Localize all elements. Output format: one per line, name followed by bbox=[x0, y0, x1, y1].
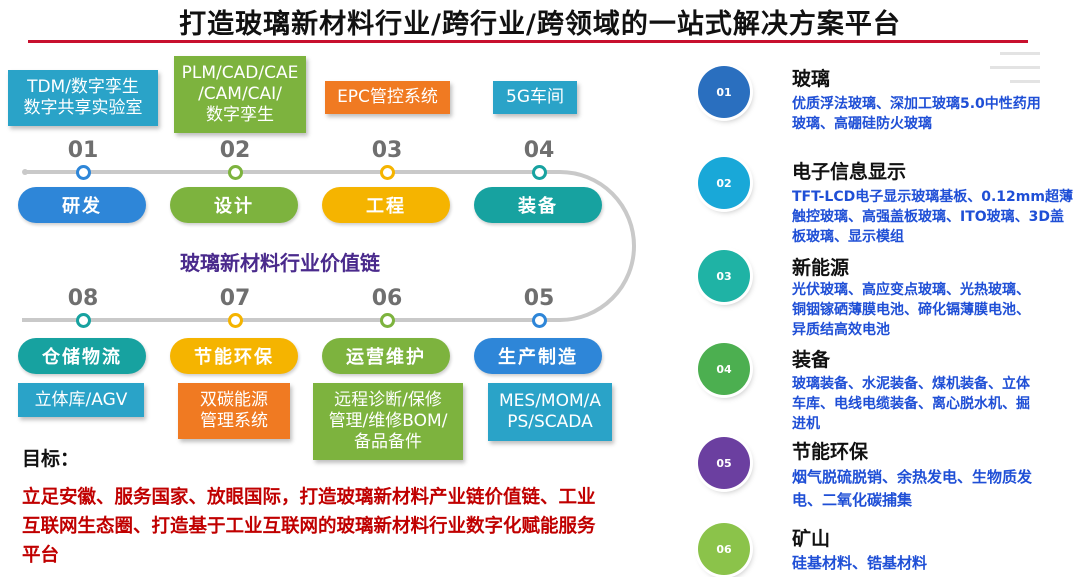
item-desc: 烟气脱硫脱销、余热发电、生物质发电、二氧化碳捕集 bbox=[792, 468, 1033, 509]
node-number: 04 bbox=[523, 138, 555, 163]
bottom-box-text: 双碳能源 管理系统 bbox=[200, 390, 268, 431]
node-dot bbox=[76, 165, 91, 180]
item-title: 新能源 bbox=[792, 257, 850, 279]
node-dot bbox=[76, 313, 91, 328]
item-number-circle: 05 bbox=[698, 437, 750, 489]
title-underline bbox=[28, 40, 1028, 43]
item-title: 玻璃 bbox=[792, 68, 831, 90]
bottom-box-agv: 立体库/AGV bbox=[18, 383, 144, 417]
bottom-box-text: MES/MOM/A PS/SCADA bbox=[499, 391, 601, 432]
top-box-plm: PLM/CAD/CAE /CAM/CAI/ 数字孪生 bbox=[174, 56, 306, 133]
node-number: 01 bbox=[67, 138, 99, 163]
item-number-circle: 02 bbox=[698, 157, 750, 209]
item-desc: 玻璃装备、水泥装备、煤机装备、立体车库、电线电缆装备、离心脱水机、掘进机 bbox=[792, 376, 1030, 432]
node-engineering: 工程 bbox=[322, 187, 450, 223]
item-number-circle: 04 bbox=[698, 343, 750, 395]
item-desc: 光伏玻璃、高应变点玻璃、光热玻璃、铜铟镓硒薄膜电池、碲化镉薄膜电池、异质结高效电… bbox=[792, 282, 1030, 338]
node-number: 02 bbox=[219, 138, 251, 163]
node-equipment: 装备 bbox=[474, 187, 602, 223]
goal-label: 目标： bbox=[22, 448, 80, 470]
value-chain-label: 玻璃新材料行业价值链 bbox=[180, 251, 380, 275]
item-desc: 硅基材料、锆基材料 bbox=[792, 554, 928, 572]
item-number-circle: 03 bbox=[698, 250, 750, 302]
item-title: 装备 bbox=[792, 349, 831, 371]
bottom-box-mes: MES/MOM/A PS/SCADA bbox=[488, 383, 612, 441]
node-dot bbox=[228, 313, 243, 328]
goal-text: 立足安徽、服务国家、放眼国际，打造玻璃新材料产业链价值链、工业互联网生态圈、打造… bbox=[22, 487, 596, 566]
item-title: 节能环保 bbox=[792, 441, 869, 463]
node-dot bbox=[228, 165, 243, 180]
node-number: 03 bbox=[371, 138, 403, 163]
menu-lines-icon bbox=[990, 52, 1040, 86]
node-number: 07 bbox=[219, 286, 251, 311]
top-box-text: EPC管控系统 bbox=[337, 87, 438, 107]
top-box-tdm: TDM/数字孪生 数字共享实验室 bbox=[8, 70, 158, 126]
bottom-box-text: 远程诊断/保修 管理/维修BOM/ 备品备件 bbox=[328, 390, 448, 452]
node-energy-saving: 节能环保 bbox=[170, 338, 298, 374]
item-desc: TFT-LCD电子显示玻璃基板、0.12mm超薄触控玻璃、高强盖板玻璃、ITO玻… bbox=[792, 189, 1073, 245]
item-title: 电子信息显示 bbox=[792, 161, 907, 183]
node-design: 设计 bbox=[170, 187, 298, 223]
item-title: 矿山 bbox=[792, 528, 831, 550]
page-title: 打造玻璃新材料行业/跨行业/跨领域的一站式解决方案平台 bbox=[179, 9, 901, 40]
top-box-text: 5G车间 bbox=[506, 87, 564, 107]
bottom-box-text: 立体库/AGV bbox=[34, 389, 128, 410]
node-manufacturing: 生产制造 bbox=[474, 338, 602, 374]
bottom-box-carbon: 双碳能源 管理系统 bbox=[178, 383, 290, 439]
node-dot bbox=[380, 313, 395, 328]
node-dot bbox=[532, 313, 547, 328]
bottom-box-maintenance: 远程诊断/保修 管理/维修BOM/ 备品备件 bbox=[313, 383, 463, 460]
item-desc: 优质浮法玻璃、深加工玻璃5.0中性药用玻璃、高硼硅防火玻璃 bbox=[792, 96, 1041, 132]
item-number-circle: 01 bbox=[698, 66, 750, 118]
top-box-5g: 5G车间 bbox=[493, 81, 577, 114]
top-box-text: PLM/CAD/CAE /CAM/CAI/ 数字孪生 bbox=[181, 63, 299, 125]
top-box-text: TDM/数字孪生 数字共享实验室 bbox=[23, 77, 143, 118]
node-operation: 运营维护 bbox=[322, 338, 450, 374]
node-research: 研发 bbox=[18, 187, 146, 223]
node-dot bbox=[532, 165, 547, 180]
node-logistics: 仓储物流 bbox=[18, 338, 146, 374]
node-dot bbox=[380, 165, 395, 180]
item-number-circle: 06 bbox=[698, 523, 750, 575]
node-number: 05 bbox=[523, 286, 555, 311]
node-number: 06 bbox=[371, 286, 403, 311]
top-box-epc: EPC管控系统 bbox=[325, 81, 450, 114]
node-number: 08 bbox=[67, 286, 99, 311]
